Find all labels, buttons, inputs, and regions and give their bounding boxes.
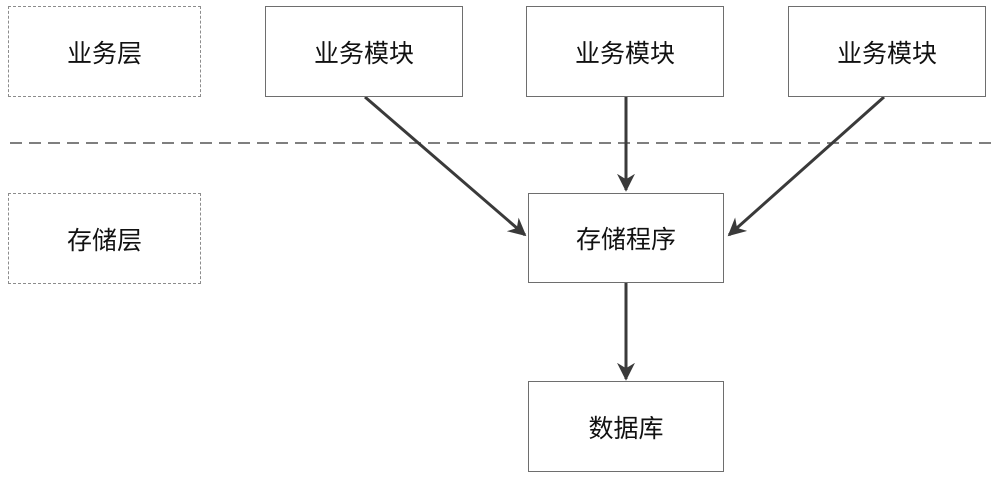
database-box: 数据库 (528, 381, 724, 472)
business-layer-label: 业务层 (8, 6, 201, 97)
arrow-module3-to-storage (727, 95, 885, 237)
storage-layer-label: 存储层 (8, 193, 201, 284)
business-module-3: 业务模块 (788, 6, 986, 97)
business-module-2: 业务模块 (526, 6, 724, 97)
arrow-module1-to-storage (364, 95, 527, 237)
business-module-1: 业务模块 (265, 6, 463, 97)
storage-program-box: 存储程序 (528, 193, 724, 283)
